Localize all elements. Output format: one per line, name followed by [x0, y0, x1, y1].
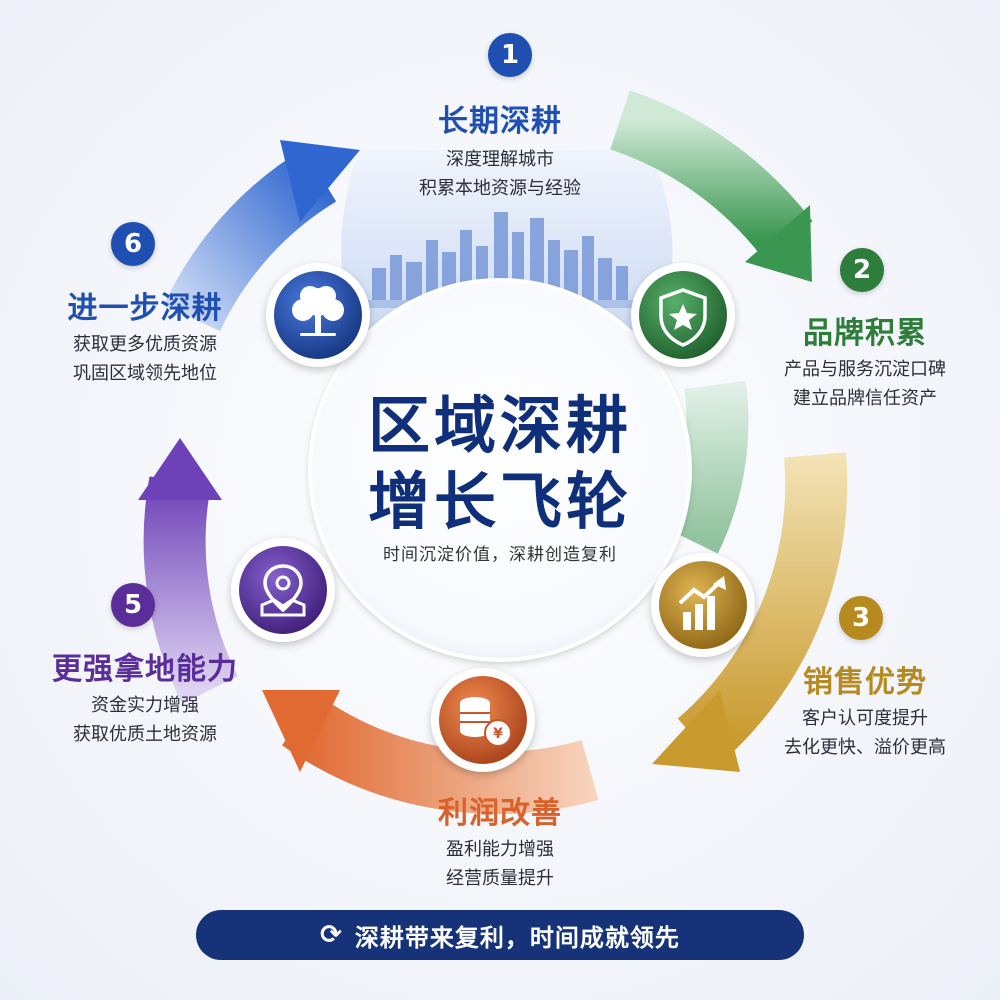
center-title-line1: 区域深耕 [367, 389, 632, 462]
arrow-5-to-6 [143, 476, 238, 704]
tree-icon [292, 286, 344, 336]
step-desc-3-line1: 客户认可度提升 [802, 708, 928, 729]
arrow-2-to-3 [661, 380, 749, 554]
step-desc-6-line1: 获取更多优质资源 [73, 334, 217, 355]
center-title-line2: 增长飞轮 [367, 465, 632, 538]
svg-text:¥: ¥ [493, 726, 503, 742]
shield-star-icon [659, 288, 707, 347]
step-desc-2-line2: 建立品牌信任资产 [793, 388, 937, 409]
step-desc-4-line1: 盈利能力增强 [446, 839, 554, 860]
growth-chart-icon [678, 576, 726, 630]
step-desc-1-line2: 积累本地资源与经验 [419, 178, 581, 199]
arrow-3-to-4 [677, 452, 848, 766]
coin-stack-icon: ¥ [460, 697, 512, 747]
center-subtitle: 时间沉淀价值，深耕创造复利 [383, 545, 617, 565]
step-desc-5-line1: 资金实力增强 [91, 695, 199, 716]
step-title-4: 利润改善 [438, 796, 562, 831]
arrow-head-green [745, 205, 812, 282]
step-number-1: 1 [488, 33, 532, 77]
arrow-head-gold [652, 690, 740, 772]
step-number-2: 2 [840, 248, 884, 292]
step-desc-2-line1: 产品与服务沉淀口碑 [784, 359, 946, 380]
step-desc-6-line2: 巩固区域领先地位 [73, 363, 217, 384]
step-title-5: 更强拿地能力 [52, 652, 238, 687]
arrow-4-to-5 [282, 694, 599, 814]
arrow-head-purple [138, 438, 222, 500]
step-title-2: 品牌积累 [803, 316, 927, 351]
arrow-head-blue [280, 140, 360, 222]
step-desc-1-line1: 深度理解城市 [446, 149, 554, 170]
arrow-head-orange [262, 690, 340, 772]
step-number-5: 5 [111, 583, 155, 627]
center-disk [310, 280, 690, 660]
flywheel-arrows [138, 90, 848, 814]
step-number-6: 6 [111, 222, 155, 266]
arrow-1-to-2 [609, 90, 813, 260]
step-desc-5-line2: 获取优质土地资源 [73, 724, 217, 745]
cycle-arrows-icon: ⟳ [320, 920, 343, 950]
step-title-3: 销售优势 [803, 665, 927, 700]
step-desc-3-line2: 去化更快、溢价更高 [784, 737, 946, 758]
center-title: 区域深耕 增长飞轮 [330, 388, 670, 540]
footer-banner: ⟳ 深耕带来复利，时间成就领先 [196, 910, 804, 960]
map-pin-icon [260, 564, 306, 617]
footer-text: 深耕带来复利，时间成就领先 [354, 923, 680, 952]
step-title-1: 长期深耕 [438, 104, 562, 139]
step-desc-4-line2: 经营质量提升 [446, 868, 554, 889]
step-number-3: 3 [839, 596, 883, 640]
step-title-6: 进一步深耕 [67, 291, 223, 326]
